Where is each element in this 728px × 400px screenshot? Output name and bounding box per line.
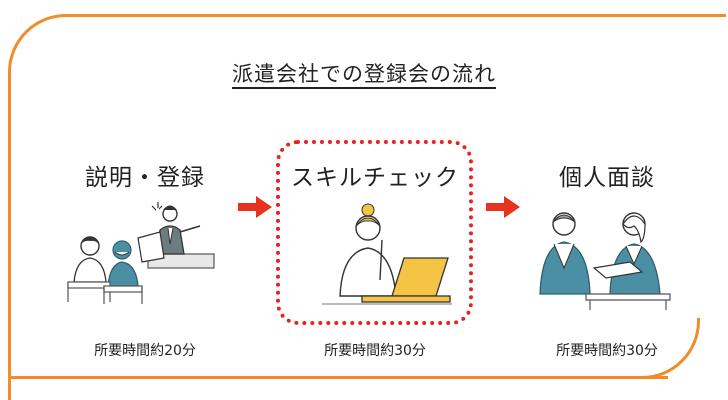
people-meeting-icon — [67, 202, 215, 304]
page-title-text: 派遣会社での登録会の流れ — [232, 62, 496, 86]
interview-icon — [539, 212, 671, 310]
step-3-time: 所要時間約30分 — [556, 343, 658, 359]
frame-bottom-border — [8, 376, 668, 379]
step-3-label: 個人面談 — [559, 165, 655, 191]
woman-laptop-icon — [322, 203, 452, 305]
arrow-right-icon — [238, 196, 272, 218]
step-1-label: 説明・登録 — [85, 165, 205, 191]
step-2-label: スキルチェック — [291, 165, 459, 191]
highlight-box — [276, 140, 473, 325]
step-2-time: 所要時間約30分 — [324, 343, 426, 359]
page-title: 派遣会社での登録会の流れ — [0, 58, 728, 88]
step-1-time: 所要時間約20分 — [94, 343, 196, 359]
arrow-right-icon — [486, 196, 520, 218]
